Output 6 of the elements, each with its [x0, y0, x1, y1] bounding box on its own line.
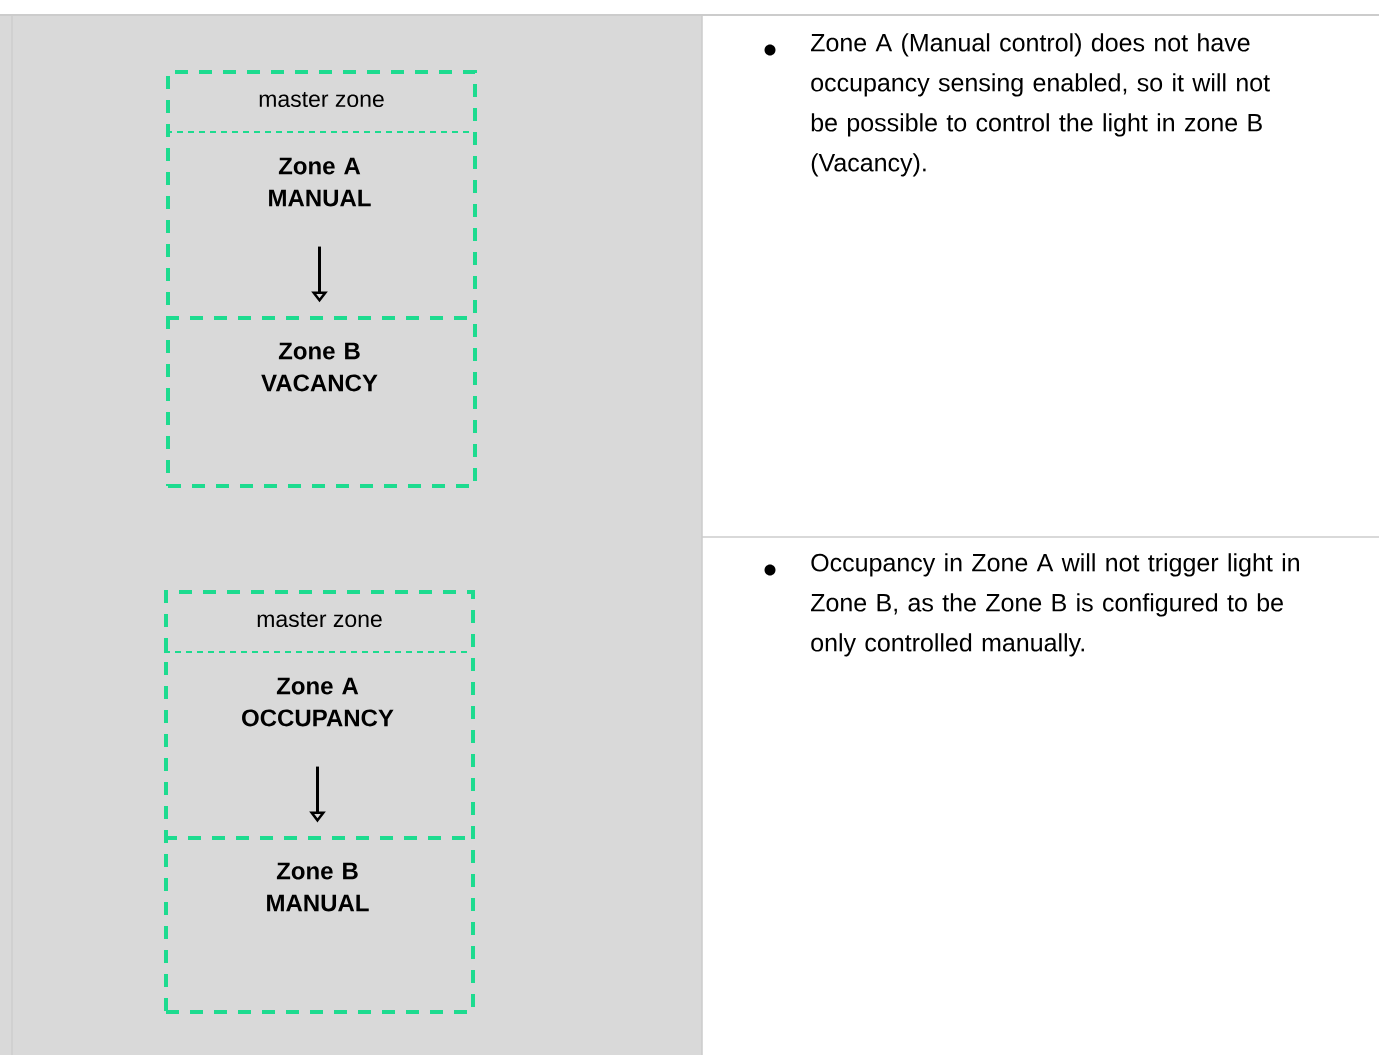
paragraph: Zone A (Manual control) does not have occupancy sensing enabled, so it will not be possible to control the light in zone B (Vacancy).: [811, 33, 1270, 177]
zone-label: Zone B MANUAL: [267, 862, 369, 912]
zone-label: Zone A MANUAL: [269, 157, 371, 207]
paragraph: Occupancy in Zone A will not trigger light in Zone B, as the Zone B is configured to be only controlled manually.: [811, 553, 1299, 657]
zone-label: Zone B VACANCY: [261, 342, 378, 392]
zone-label: Zone A OCCUPANCY: [242, 677, 394, 727]
